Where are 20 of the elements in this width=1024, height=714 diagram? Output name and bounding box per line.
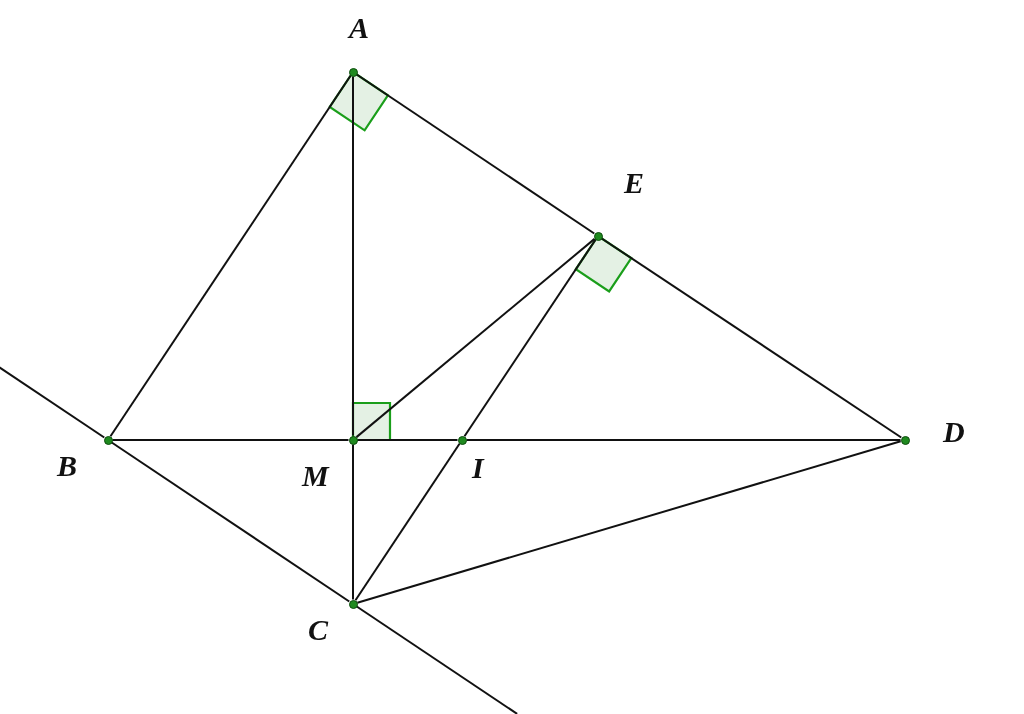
line-segment [356, 439, 459, 441]
line-segment [111, 439, 350, 441]
line-segment [352, 443, 354, 601]
line-segment [355, 73, 596, 235]
line-segment [352, 75, 354, 437]
line-segment [463, 238, 597, 438]
point-label: B [57, 451, 77, 481]
line-segment [600, 237, 903, 439]
line-segment [109, 74, 352, 438]
point-label: I [472, 453, 484, 483]
line-segment [110, 441, 351, 603]
point-label: M [302, 461, 329, 491]
point-label: E [624, 168, 644, 198]
line-segment [355, 237, 596, 439]
point-label: D [943, 417, 965, 447]
point-label: C [308, 615, 328, 645]
line-segment [354, 442, 461, 602]
line-segment [356, 440, 902, 604]
point-label: A [349, 13, 369, 43]
line-segment [465, 439, 902, 441]
